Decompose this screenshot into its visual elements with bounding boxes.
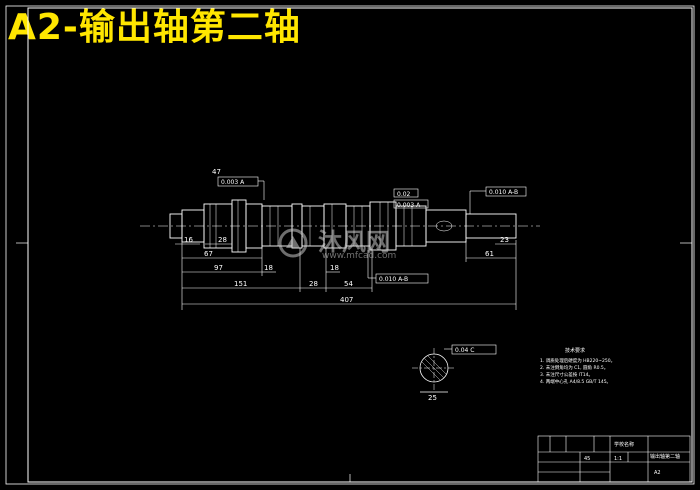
dimension-lines (175, 240, 517, 310)
tolerance-frames (217, 176, 527, 355)
dim-23: 23 (500, 236, 509, 244)
shaft-detail-lines (209, 200, 453, 252)
tol-frame-a: 0.003 A (221, 179, 245, 186)
watermark-url: www.mfcad.com (322, 251, 397, 261)
watermark-brand: 沐风网 (318, 228, 390, 256)
title-block-material: 45 (584, 456, 590, 462)
tol-frame-flat-a: 0.003 A (397, 202, 421, 209)
drawing-title: A2-输出轴第二轴 (8, 7, 301, 48)
inner-frame (27, 7, 693, 483)
outer-border (5, 5, 695, 485)
title-block-school: 学校名称 (614, 441, 634, 448)
dim-151: 151 (234, 280, 247, 288)
title-block-name: 输出轴第二轴 (650, 453, 680, 460)
dim-18: 18 (264, 264, 273, 272)
dim-407: 407 (340, 296, 353, 304)
dim-97: 97 (214, 264, 223, 272)
watermark-logo (278, 228, 308, 258)
notes-heading: 技术要求 (565, 347, 585, 354)
section-view (412, 348, 456, 393)
note-line-2: 2. 未注倒角均为 C1, 圆角 R0.5。 (540, 364, 608, 371)
dim-28b: 28 (309, 280, 318, 288)
title-block (537, 435, 691, 483)
tol-frame-top-right: 0.010 A-B (489, 189, 518, 196)
tol-frame-section: 0.04 C (455, 347, 474, 354)
tol-frame-mid: 0.010 A-B (379, 276, 408, 283)
title-block-scale: 1:1 (614, 456, 622, 462)
dim-18b: 18 (330, 264, 339, 272)
tol-frame-flat-b: 0.02 (397, 191, 411, 198)
dim-16: 16 (184, 236, 193, 244)
dim-25: 25 (428, 394, 437, 402)
dim-47: 47 (212, 168, 221, 176)
note-line-4: 4. 两端中心孔 A4/8.5 GB/T 145。 (540, 378, 611, 385)
dim-67: 67 (204, 250, 213, 258)
note-line-1: 1. 调质处理后硬度为 HB220~250。 (540, 357, 615, 364)
dim-54: 54 (344, 280, 353, 288)
note-line-3: 3. 未注尺寸公差按 IT14。 (540, 371, 593, 378)
title-block-sheet: A2 (654, 470, 661, 476)
dim-61: 61 (485, 250, 494, 258)
shaft-profile (169, 199, 517, 253)
dim-28: 28 (218, 236, 227, 244)
